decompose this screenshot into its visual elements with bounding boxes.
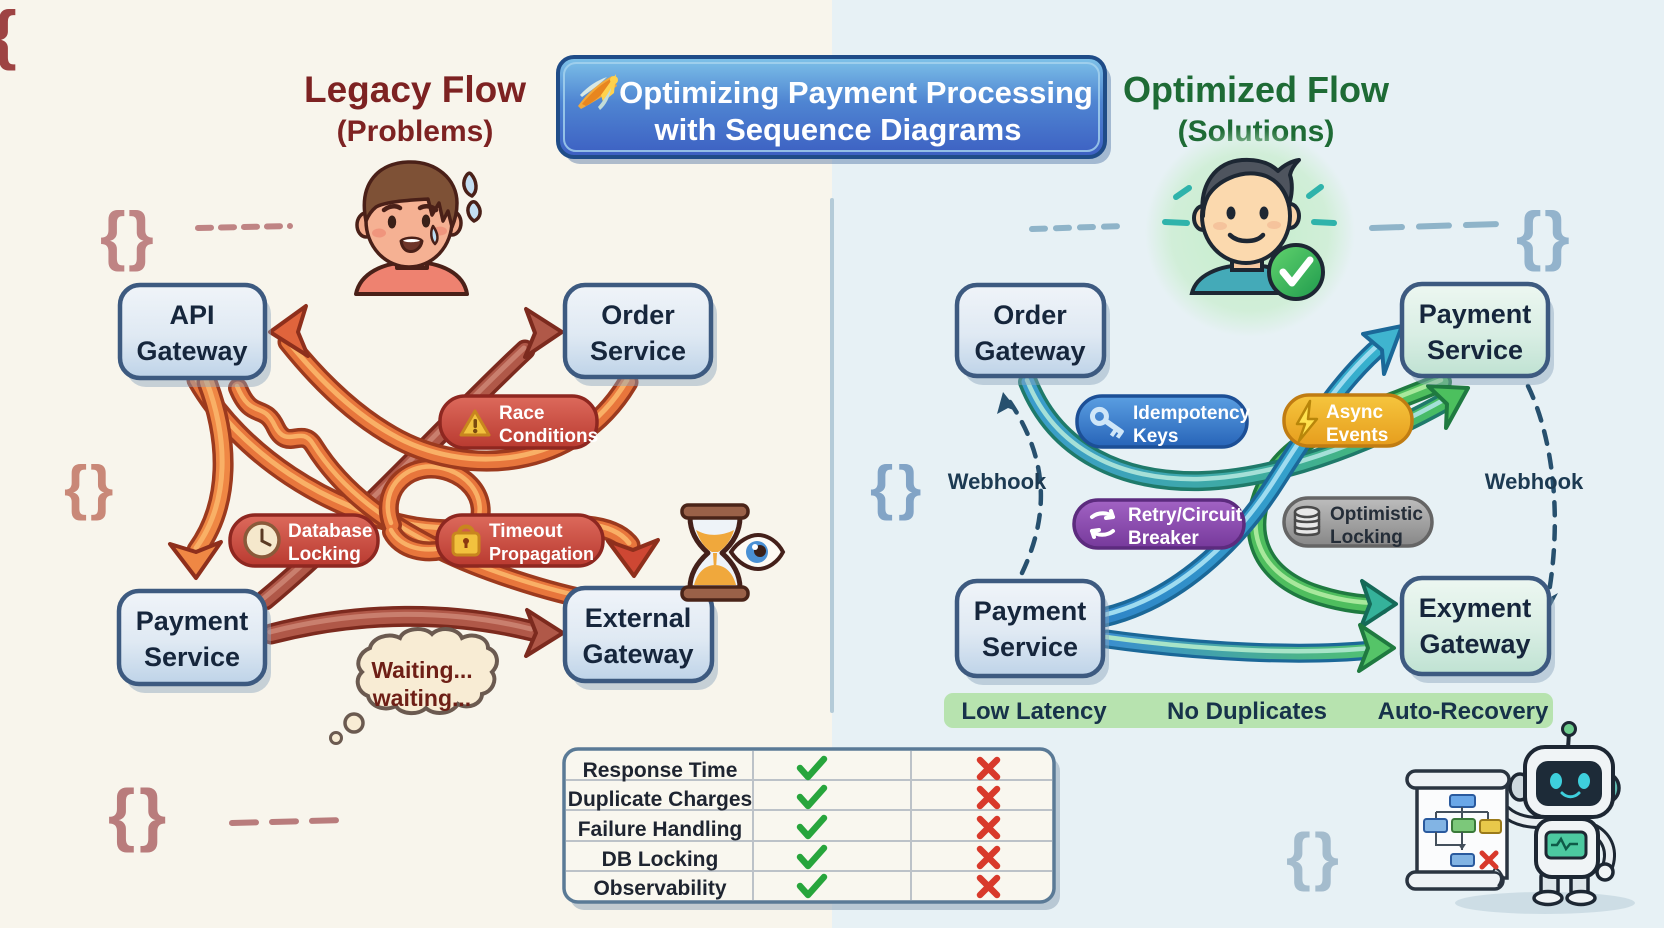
svg-text:Locking: Locking — [1330, 527, 1403, 548]
svg-text:{: { — [1286, 820, 1311, 892]
svg-text:Waiting...: Waiting... — [371, 657, 472, 683]
svg-text:Service: Service — [590, 336, 686, 366]
svg-text:{: { — [100, 198, 126, 272]
svg-text:External: External — [585, 603, 692, 633]
svg-text:Legacy Flow: Legacy Flow — [304, 69, 526, 110]
svg-text:Idempotency: Idempotency — [1133, 403, 1251, 424]
svg-text:Optimistic: Optimistic — [1330, 504, 1423, 525]
svg-text:Gateway: Gateway — [974, 336, 1085, 366]
svg-text:Gateway: Gateway — [1419, 629, 1530, 659]
svg-text:waiting...: waiting... — [372, 685, 471, 711]
svg-text:Breaker: Breaker — [1128, 528, 1199, 549]
svg-text:Payment: Payment — [974, 596, 1087, 626]
svg-text:Keys: Keys — [1133, 426, 1178, 447]
svg-text:Order: Order — [601, 300, 675, 330]
svg-text:}: } — [1544, 198, 1570, 272]
svg-text:Observability: Observability — [593, 877, 726, 900]
svg-text:Propagation: Propagation — [489, 544, 594, 564]
svg-text:}: } — [128, 198, 154, 272]
svg-text:Events: Events — [1326, 425, 1388, 446]
svg-text:Exyment: Exyment — [1419, 593, 1532, 623]
svg-text:Service: Service — [1427, 335, 1523, 365]
svg-text:Timeout: Timeout — [489, 521, 563, 542]
svg-text:Async: Async — [1326, 402, 1383, 423]
svg-text:Payment: Payment — [1419, 299, 1532, 329]
svg-text:Duplicate Charges: Duplicate Charges — [568, 788, 752, 811]
svg-text:{: { — [1516, 198, 1542, 272]
svg-text:Conditions: Conditions — [499, 426, 598, 447]
svg-text:}: } — [139, 775, 166, 853]
svg-text:Low Latency: Low Latency — [961, 698, 1107, 725]
svg-text:No Duplicates: No Duplicates — [1167, 698, 1327, 725]
svg-text:API: API — [169, 300, 214, 330]
svg-text:Race: Race — [499, 403, 544, 424]
svg-text:with Sequence Diagrams: with Sequence Diagrams — [654, 112, 1022, 147]
svg-text:{: { — [0, 0, 17, 71]
svg-text:Service: Service — [144, 642, 240, 672]
svg-text:Optimizing Payment Processing: Optimizing Payment Processing — [619, 75, 1093, 110]
svg-text:}: } — [90, 454, 113, 521]
svg-text:{: { — [870, 454, 893, 521]
svg-text:Service: Service — [982, 632, 1078, 662]
svg-text:DB Locking: DB Locking — [602, 848, 719, 871]
svg-text:}: } — [1314, 820, 1339, 892]
svg-text:}: } — [898, 454, 921, 521]
svg-text:Failure Handling: Failure Handling — [578, 818, 743, 841]
svg-text:Webhook: Webhook — [1485, 469, 1584, 494]
svg-text:Retry/Circuit: Retry/Circuit — [1128, 505, 1243, 526]
svg-text:Optimized Flow: Optimized Flow — [1123, 69, 1390, 110]
svg-text:Gateway: Gateway — [582, 639, 693, 669]
svg-text:Order: Order — [993, 300, 1067, 330]
svg-text:Payment: Payment — [136, 606, 249, 636]
svg-text:Gateway: Gateway — [136, 336, 247, 366]
svg-text:Database: Database — [288, 521, 373, 542]
svg-text:Locking: Locking — [288, 544, 361, 565]
svg-text:(Problems): (Problems) — [337, 115, 494, 148]
svg-text:Webhook: Webhook — [948, 469, 1047, 494]
svg-text:{: { — [64, 454, 87, 521]
svg-text:{: { — [108, 775, 135, 853]
svg-text:Response Time: Response Time — [583, 759, 738, 782]
svg-text:Auto-Recovery: Auto-Recovery — [1378, 698, 1549, 725]
